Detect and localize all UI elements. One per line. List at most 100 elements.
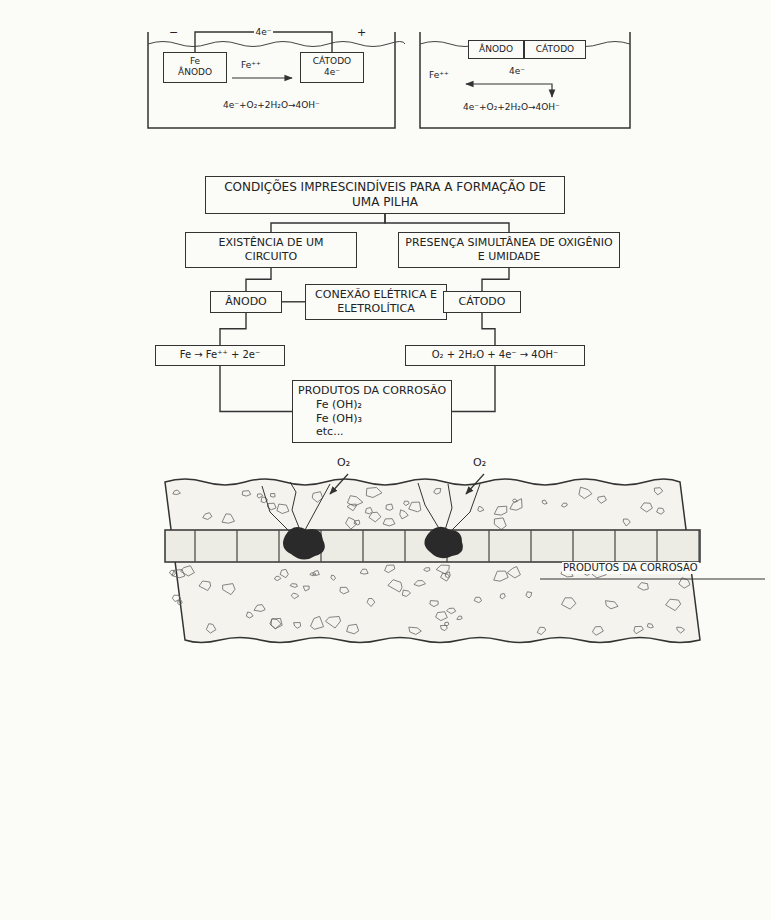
node-text: ÂNODO xyxy=(169,67,221,78)
node-text: ÂNODO xyxy=(474,44,518,55)
connector xyxy=(452,366,495,412)
oxygen-arrow xyxy=(466,474,484,494)
connector xyxy=(220,366,292,412)
aggregate-stone xyxy=(277,504,289,513)
aggregate-stone xyxy=(414,581,426,587)
tank xyxy=(420,32,630,128)
aggregate-stone xyxy=(347,504,356,511)
aggregate-stone xyxy=(430,601,438,607)
cathode-box: CÁTODO xyxy=(443,291,521,313)
aggregate-stone xyxy=(441,626,448,631)
aggregate-stone xyxy=(246,612,253,618)
oxygen-arrow xyxy=(330,474,348,494)
aggregate-stone xyxy=(436,612,448,621)
aggregate-stone xyxy=(254,605,265,612)
anode-box: ÂNODO xyxy=(210,291,282,313)
aggregate-stone xyxy=(385,565,395,573)
node-text: 4e⁻ xyxy=(306,67,358,78)
aggregate-stone xyxy=(634,626,644,633)
aggregate-stone xyxy=(542,500,547,504)
aggregate-stone xyxy=(290,584,297,588)
aggregate-stone xyxy=(360,569,368,574)
aggregate-stone xyxy=(388,580,402,592)
formula: etc... xyxy=(298,425,446,439)
aggregate-stone xyxy=(223,584,235,595)
node-text: CÁTODO xyxy=(306,56,358,67)
aggregate-stone xyxy=(654,488,662,495)
aggregate-stone xyxy=(311,616,324,629)
anode-box: FeÂNODO xyxy=(163,52,227,83)
rebar-rib xyxy=(194,530,195,562)
node-text: CÁTODO xyxy=(530,44,580,55)
node-text: PRESENÇA SIMULTÂNEA DE OXIGÊNIO E UMIDAD… xyxy=(404,236,614,264)
aggregate-stone xyxy=(242,491,251,496)
equation-box: Fe → Fe⁺⁺ + 2e⁻ xyxy=(155,345,285,366)
aggregate-stone xyxy=(510,499,522,511)
aggregate-stone xyxy=(478,506,484,511)
equation-label: 4e⁻+O₂+2H₂O→4OH⁻ xyxy=(222,100,321,111)
node-text: CÁTODO xyxy=(449,295,515,309)
aggregate-stone xyxy=(494,571,509,581)
polarity-sign: + xyxy=(356,26,367,39)
aggregate-stone xyxy=(537,627,546,634)
aggregate-stone xyxy=(623,519,630,526)
aggregate-stone xyxy=(526,592,532,598)
concrete-slab xyxy=(165,479,700,643)
aggregate-stone xyxy=(579,487,592,499)
aggregate-stone xyxy=(494,518,506,530)
polarity-sign: − xyxy=(168,26,179,39)
node-text: PRODUTOS DA CORROSÃO xyxy=(298,384,446,398)
aggregate-stone xyxy=(641,503,653,512)
aggregate-stone xyxy=(274,576,281,580)
aggregate-stone xyxy=(445,572,450,578)
rebar-rib xyxy=(362,530,363,562)
rebar-rib xyxy=(404,530,405,562)
cracks xyxy=(262,482,480,532)
aggregate-stone xyxy=(400,510,408,519)
equation-box: O₂ + 2H₂O + 4e⁻ → 4OH⁻ xyxy=(405,345,585,366)
connector xyxy=(385,214,509,232)
formula: Fe (OH)₂ xyxy=(298,398,446,412)
connector xyxy=(246,268,271,291)
rebar-rib xyxy=(278,530,279,562)
node-text: CONEXÃO ELÉTRICA E ELETROLÍTICA xyxy=(311,288,441,316)
ion-label: Fe⁺⁺ xyxy=(240,60,262,71)
aggregate-stone xyxy=(280,569,288,577)
connector xyxy=(220,313,246,345)
aggregate-stone xyxy=(326,617,341,629)
node-text: Fe → Fe⁺⁺ + 2e⁻ xyxy=(161,349,279,362)
aggregate-stone xyxy=(331,575,336,580)
cathode-box: CÁTODO xyxy=(524,40,586,59)
equation-label: 4e⁻+O₂+2H₂O→4OH⁻ xyxy=(462,102,561,113)
water-line xyxy=(148,42,405,47)
process-box: PRESENÇA SIMULTÂNEA DE OXIGÊNIO E UMIDAD… xyxy=(398,232,620,268)
aggregate-stone xyxy=(592,627,603,636)
aggregate-stone xyxy=(203,513,212,520)
aggregate-stone xyxy=(402,590,410,596)
anode-box: ÂNODO xyxy=(468,40,524,59)
ion-label: Fe⁺⁺ xyxy=(428,70,450,81)
aggregate-stone xyxy=(424,568,430,572)
corrosion-spot xyxy=(424,527,462,558)
aggregate-stone xyxy=(222,514,235,523)
aggregate-stone xyxy=(447,608,456,614)
aggregate-stone xyxy=(409,627,422,634)
oxygen-label: O₂ xyxy=(336,456,351,469)
aggregate-stone xyxy=(206,624,216,633)
aggregate-stone xyxy=(598,496,607,503)
aggregate-stone xyxy=(199,581,211,591)
connector xyxy=(482,268,509,291)
node-text: CONDIÇÕES IMPRESCINDÍVEIS PARA A FORMAÇÃ… xyxy=(211,180,559,210)
aggregate-stone xyxy=(457,616,462,620)
aggregate-stone xyxy=(434,489,441,495)
aggregate-stone xyxy=(271,618,282,628)
node-text: O₂ + 2H₂O + 4e⁻ → 4OH⁻ xyxy=(411,349,579,362)
aggregate-stone xyxy=(310,573,316,576)
rebar-rib xyxy=(614,530,615,562)
aggregate-stone xyxy=(494,506,507,515)
aggregate-stone xyxy=(500,594,505,599)
aggregate-stone xyxy=(303,586,309,591)
aggregate-stone xyxy=(404,501,410,506)
